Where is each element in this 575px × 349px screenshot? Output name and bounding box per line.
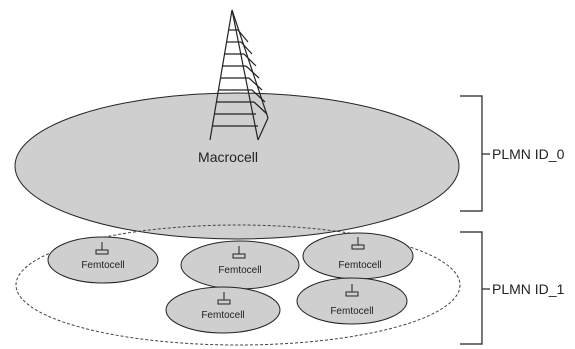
femtocell-label: Femtocell bbox=[81, 260, 124, 271]
femtocell-1: Femtocell bbox=[47, 236, 159, 284]
femtocell-label: Femtocell bbox=[201, 310, 244, 321]
plmn-id-1-label: PLMN ID_1 bbox=[492, 281, 565, 297]
femtocell-label: Femtocell bbox=[330, 306, 373, 317]
femtocell-5: Femtocell bbox=[296, 277, 408, 325]
femtocell-antenna-icon bbox=[95, 242, 109, 255]
femtocell-label: Femtocell bbox=[338, 260, 381, 271]
femtocell-label: Femtocell bbox=[218, 265, 261, 276]
femtocell-4: Femtocell bbox=[165, 286, 281, 334]
femtocell-antenna-icon bbox=[345, 284, 359, 297]
cell-tower-icon bbox=[209, 9, 269, 141]
plmn-id-0-label: PLMN ID_0 bbox=[492, 146, 565, 162]
plmn-0-bracket bbox=[460, 95, 490, 212]
femtocell-2: Femtocell bbox=[180, 240, 300, 290]
macrocell-area bbox=[14, 92, 460, 240]
femtocell-antenna-icon bbox=[351, 237, 365, 250]
plmn-1-bracket bbox=[460, 231, 490, 345]
femtocell-3: Femtocell bbox=[302, 232, 414, 280]
femtocell-antenna-icon bbox=[217, 292, 231, 305]
femtocell-antenna-icon bbox=[232, 246, 246, 259]
femtocell-region bbox=[15, 224, 461, 346]
macrocell-label: Macrocell bbox=[198, 149, 258, 165]
